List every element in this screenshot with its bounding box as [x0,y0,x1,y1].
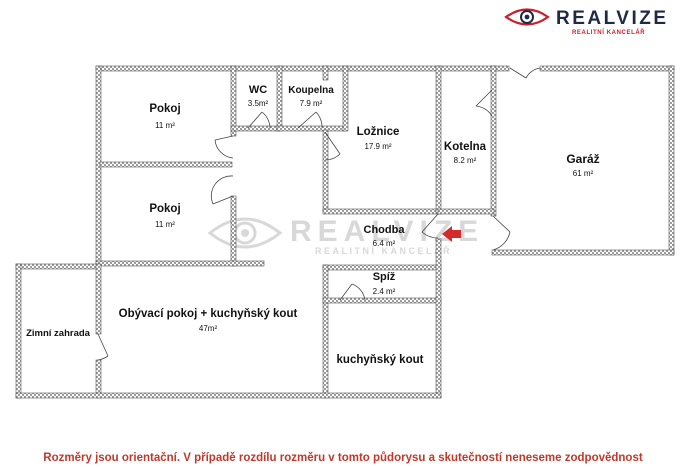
watermark: REALVIZE REALITNÍ KANCELÁŘ [207,215,478,256]
loznice-name: Ložnice [357,126,400,138]
door-chodba [421,213,439,239]
spiz-name: Spíž [373,271,396,283]
zimni-name: Zimní zahrada [26,328,91,339]
wc-area: 3.5m² [248,99,269,108]
door-spiz [339,283,366,301]
obyvaci-name: Obývací pokoj + kuchyňský kout [119,308,298,320]
chodba-name: Chodba [364,224,406,236]
door-koupelna [297,111,323,129]
door-zimni [97,333,109,361]
pokoj1-area: 11 m² [155,121,175,130]
doors [97,67,541,361]
kuchyn-name: kuchyňský kout [337,354,424,366]
door-kotelna [475,89,493,117]
brand-logo: REALVIZE REALITNÍ KANCELÁŘ [504,8,669,36]
walls [15,65,675,399]
koupelna-name: Koupelna [288,85,334,96]
door-garage-top [509,67,541,79]
pokoj2-name: Pokoj [149,203,180,215]
spiz-area: 2.4 m² [373,287,396,296]
kotelna-name: Kotelna [444,141,487,153]
wc-name: WC [249,84,267,96]
door-wc [247,111,271,129]
door-garage-side [492,215,511,251]
disclaimer-text: Rozměry jsou orientační. V případě rozdí… [43,452,643,464]
pokoj2-area: 11 m² [155,220,175,229]
pokoj1-name: Pokoj [149,103,180,115]
chodba-area: 6.4 m² [373,239,396,248]
eye-logo-icon [504,8,550,26]
brand-name: REALVIZE [556,8,669,29]
brand-tagline: REALITNÍ KANCELÁŘ [572,28,645,36]
room-labels: Pokoj 11 m² WC 3.5m² Koupelna 7.9 m² Lož… [26,84,600,366]
watermark-eye-icon [207,217,283,249]
door-pokoj1 [214,135,234,159]
garaz-area: 61 m² [573,169,594,178]
loznice-area: 17.9 m² [364,142,391,151]
koupelna-area: 7.9 m² [300,99,323,108]
door-loznice [324,131,341,161]
door-pokoj2 [210,175,234,205]
kotelna-area: 8.2 m² [454,156,477,165]
entrance-arrow-icon [442,226,461,242]
garaz-name: Garáž [566,152,599,166]
watermark-tagline: REALITNÍ KANCELÁŘ [315,245,452,256]
obyvaci-area: 47m² [199,324,218,333]
